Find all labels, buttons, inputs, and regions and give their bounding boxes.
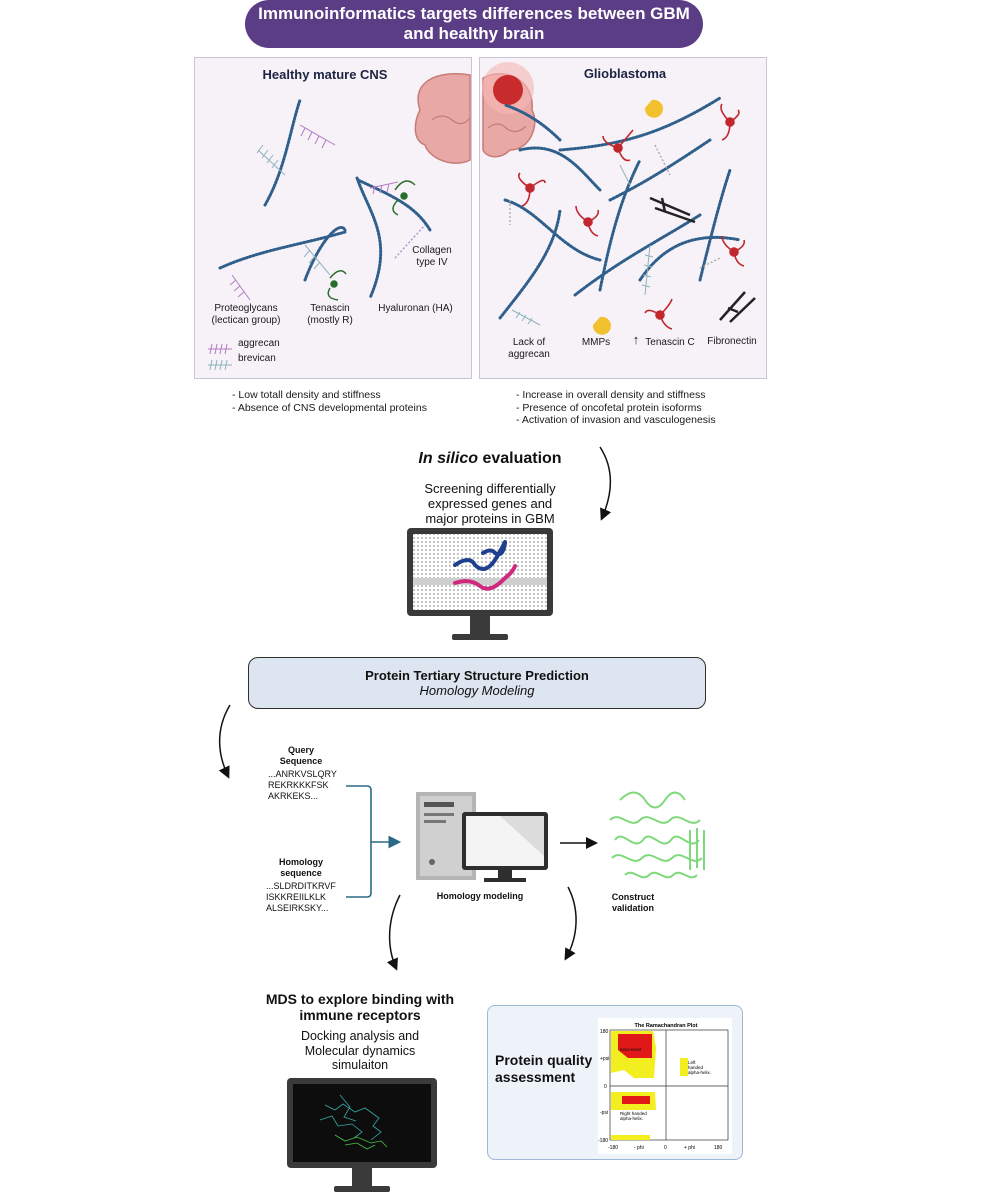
- in-silico-heading: In silico evaluation: [418, 450, 562, 467]
- rama-left-l2: handed: [688, 1065, 704, 1070]
- gbm-panel-title: Glioblastoma: [583, 66, 667, 81]
- brevican-brush: [256, 144, 331, 276]
- tenascin-c-icon: [517, 103, 746, 330]
- title-banner: Immunoinformatics targets differences be…: [245, 0, 703, 48]
- homology-modeling-label: Homology modeling: [436, 891, 524, 901]
- protein-structure-icon: [609, 791, 705, 879]
- aggrecan-legend-label: aggrecan: [238, 338, 280, 349]
- arrow-to-quality: [564, 886, 577, 961]
- brevican-gbm-brush: [511, 164, 654, 326]
- rama-title: The Ramachandran Plot: [635, 1023, 698, 1029]
- brevican-legend-label: brevican: [238, 353, 276, 364]
- aggrecan-brush: [229, 124, 399, 301]
- sequence-bracket: [346, 785, 372, 898]
- tenascin-r-icon: [327, 180, 416, 301]
- tertiary-title: Protein Tertiary Structure Prediction: [365, 668, 589, 683]
- rama-ytick-1: +psi: [600, 1056, 609, 1062]
- rama-ytick-2: 0: [604, 1084, 607, 1090]
- rama-xtick-4: 180: [714, 1145, 723, 1151]
- proteoglycans-label: Proteoglycans(lectican group): [211, 303, 281, 326]
- rama-xtick-3: + phi: [684, 1145, 695, 1151]
- healthy-ecm-fibers: [218, 98, 432, 300]
- healthy-panel-title: Healthy mature CNS: [262, 67, 388, 82]
- tenascin-c-label: Tenascin C: [645, 337, 695, 348]
- ecm-illustration: [208, 62, 756, 371]
- rama-left-l3: alpha-helix.: [688, 1070, 711, 1075]
- arrow-to-sequences: [218, 704, 231, 779]
- rama-right-l2: alpha-helix.: [620, 1116, 643, 1121]
- tertiary-structure-box: Protein Tertiary Structure Prediction Ho…: [248, 657, 706, 709]
- rama-ytick-0: 180: [600, 1029, 609, 1035]
- rama-xtick-2: 0: [664, 1145, 667, 1151]
- rama-ytick-4: -180: [598, 1138, 608, 1144]
- title-line-2: and healthy brain: [403, 24, 545, 43]
- up-arrow-icon: ↑: [632, 332, 640, 347]
- arrow-to-mds: [386, 894, 401, 971]
- mmps-label: MMPs: [581, 337, 611, 348]
- mmp-icon: [592, 99, 663, 335]
- fibronectin-label: Fibronectin: [707, 336, 757, 347]
- fibronectin-icon: [649, 196, 756, 323]
- ramachandran-plot: The Ramachandran Plot beta-sheet Left ha…: [598, 1018, 732, 1154]
- tenascin-label: Tenascin(mostly R): [307, 303, 353, 326]
- computer-icon: [416, 792, 548, 882]
- rama-beta-label: beta-sheet: [620, 1047, 642, 1052]
- monitor-icon: [407, 528, 553, 640]
- rama-right-l1: Right handed: [620, 1111, 647, 1116]
- mds-monitor-icon: [287, 1078, 437, 1192]
- rama-ytick-3: -psi: [600, 1110, 608, 1116]
- rama-xtick-1: - phi: [634, 1145, 644, 1151]
- brain-icon: [414, 62, 536, 164]
- gbm-crosslinks: [509, 144, 721, 269]
- rama-xtick-0: -180: [608, 1145, 618, 1151]
- proteoglycan-legend-swatches: [208, 343, 232, 371]
- gbm-bullets: - Increase in overall density and stiffn…: [516, 389, 716, 426]
- collagen-iv-line: [394, 224, 426, 259]
- tertiary-subtitle: Homology Modeling: [419, 683, 535, 698]
- hyaluronan-label: Hyaluronan (HA): [378, 303, 453, 314]
- healthy-bullets: - Low totall density and stiffness- Abse…: [232, 389, 427, 414]
- rama-left-l1: Left: [688, 1060, 696, 1065]
- title-line-1: Immunoinformatics targets differences be…: [258, 4, 690, 23]
- gbm-ecm-fibers: [498, 96, 742, 320]
- arrow-to-screen: [599, 446, 612, 521]
